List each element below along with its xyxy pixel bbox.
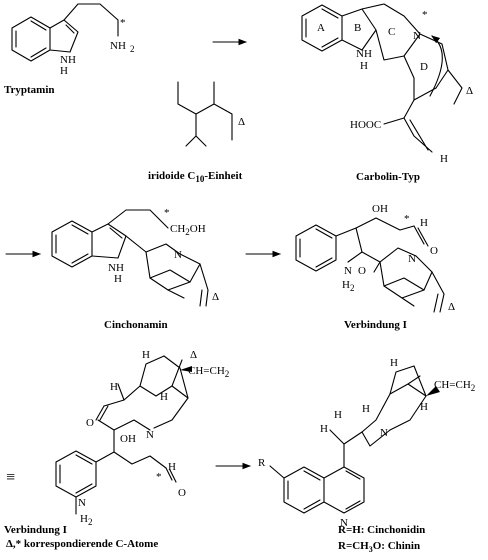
ring-label-a: A — [317, 22, 325, 34]
bottom-h-left: H — [110, 381, 118, 393]
carbolin-n: N — [413, 30, 421, 42]
verbindung-i-o: O — [430, 245, 438, 257]
bottom-o-ald: O — [178, 487, 186, 499]
bottom-h-top: H — [142, 349, 150, 361]
product-h-c9: H — [320, 423, 328, 435]
tryptamin-nh2-sub: 2 — [130, 44, 135, 54]
label-tryptamin: Tryptamin — [4, 84, 55, 96]
bottom-delta: Δ — [190, 349, 197, 361]
verbindung-i-star: * — [404, 213, 410, 225]
label-cinchonamin: Cinchonamin — [104, 319, 168, 331]
verbindung-i-delta: Δ — [448, 301, 455, 313]
product-r: R — [258, 457, 266, 469]
verbindung-i-n: N — [344, 265, 352, 277]
tryptamin-nh: NH — [60, 54, 76, 66]
cinchonidin-chinin-structure: R H H N H H CH=CH2 H N — [258, 357, 475, 529]
tryptamin-nh-h: H — [60, 65, 68, 77]
bottom-ch-ch2: CH=CH2 — [188, 365, 229, 379]
verbindung-i-oh: OH — [372, 203, 388, 215]
product-ch-ch2: CH=CH2 — [434, 379, 475, 393]
carbolin-nh-h: H — [360, 60, 368, 72]
iridoid-delta: Δ — [238, 116, 245, 128]
cinchonamin-star: * — [164, 207, 170, 219]
iridoid-unit-structure: Δ — [177, 81, 245, 147]
ring-label-c: C — [388, 26, 395, 38]
carbolin-h: H — [440, 153, 448, 165]
equivalence-sign: ≡ — [6, 469, 15, 486]
verbindung-i-o2: O — [358, 265, 366, 277]
cinchonamin-nh: NH — [108, 262, 124, 274]
tryptamin-nh2: NH — [110, 40, 126, 52]
bottom-h-right: H — [160, 391, 168, 403]
tryptamin-star: * — [120, 17, 126, 29]
ring-label-b: B — [354, 22, 361, 34]
bottom-o: O — [86, 417, 94, 429]
bottom-oh: OH — [120, 433, 136, 445]
cinchonamin-delta: Δ — [212, 291, 219, 303]
carbolin-hooc: HOOC — [350, 119, 381, 131]
product-quinoline-n: N — [340, 517, 348, 529]
label-carbolin: Carbolin-Typ — [356, 171, 420, 183]
label-iridoid: iridoide C10-Einheit — [148, 170, 243, 184]
verbindung-i-structure: OH H O * N H2 O N Δ — [295, 203, 455, 313]
cinchonamin-structure: NH H N CH2OH * Δ — [51, 207, 219, 307]
product-n: N — [380, 427, 388, 439]
label-verbindung-i-bottom: Verbindung I — [4, 524, 67, 536]
label-cinchonidin: R=H: Cinchonidin — [338, 524, 426, 536]
tryptamin-structure: NH H NH 2 * — [11, 3, 135, 77]
bottom-nh2: N — [78, 497, 86, 509]
label-chinin: R=CH3O: Chinin — [338, 540, 421, 555]
product-h-top: H — [390, 357, 398, 369]
carbolin-structure: A B C D NH H N * Δ HOOC H — [301, 3, 473, 165]
bottom-h2: H2 — [80, 513, 92, 527]
carbolin-delta: Δ — [466, 85, 473, 97]
bottom-n: N — [146, 429, 154, 441]
label-verbindung-i: Verbindung I — [344, 319, 407, 331]
verbindung-i-n-ring: N — [408, 253, 416, 265]
verbindung-i-h: H — [420, 217, 428, 229]
footnote-corresponding-atoms: Δ,* korrespondierende C-Atome — [6, 538, 159, 550]
bottom-h-ald: H — [168, 461, 176, 473]
carbolin-nh: NH — [356, 48, 372, 60]
cinchonamin-nh-h: H — [114, 273, 122, 285]
carbolin-star: * — [422, 9, 428, 21]
verbindung-i-h2: H2 — [342, 279, 354, 293]
bottom-star: * — [156, 471, 162, 483]
product-h-right: H — [420, 401, 428, 413]
cinchonamin-n: N — [174, 249, 182, 261]
verbindung-i-bottom-structure: H CH=CH2 Δ H H N O OH N H2 * O H — [55, 349, 229, 527]
cinchonamin-ch2oh: CH2OH — [170, 223, 206, 237]
product-oh: H — [334, 409, 342, 421]
product-h-c8: H — [362, 403, 370, 415]
ring-label-d: D — [420, 61, 428, 73]
